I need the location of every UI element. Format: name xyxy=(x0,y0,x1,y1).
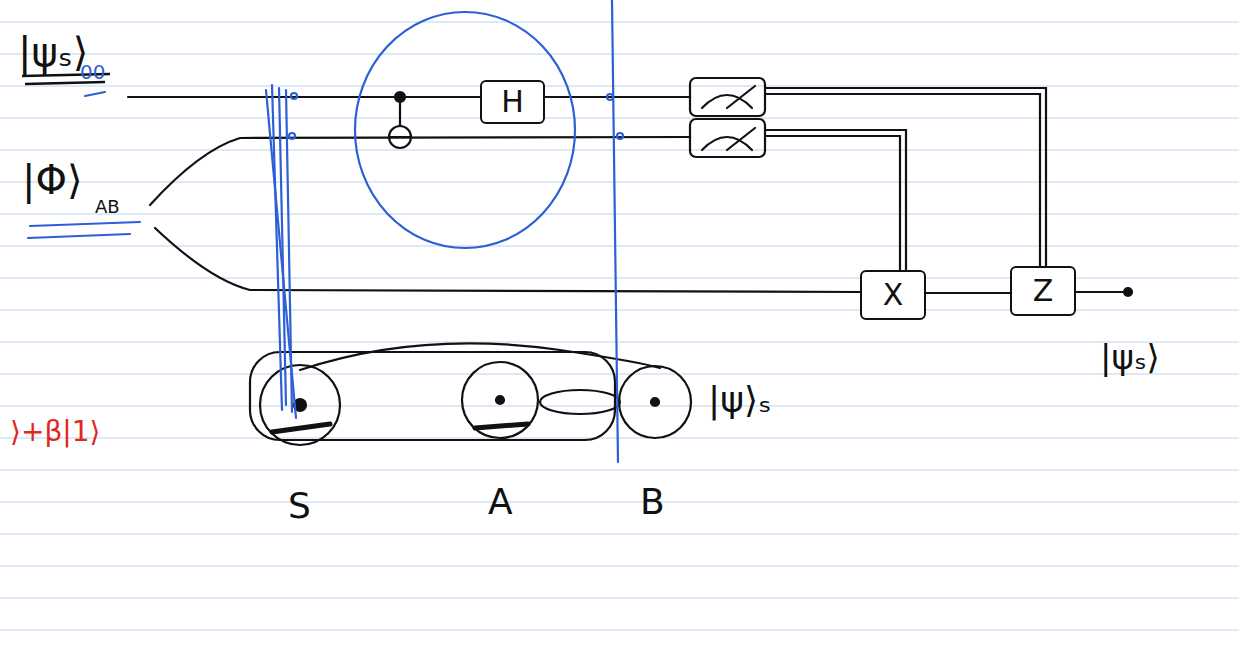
handwritten-label: A xyxy=(488,484,513,520)
handwritten-label: |ψₛ⟩ xyxy=(18,32,88,72)
handwritten-label: |Φ⟩ xyxy=(22,160,83,200)
gate-box: Z xyxy=(1010,266,1076,316)
gate-box: H xyxy=(480,80,545,124)
handwritten-label: S xyxy=(288,488,311,524)
quantum-wire xyxy=(926,292,1010,294)
handwritten-label: AB xyxy=(95,198,120,216)
gate-label: Z xyxy=(1033,276,1054,306)
handwritten-label: |ψₛ⟩ xyxy=(1100,340,1160,374)
handwritten-label: B xyxy=(640,484,665,520)
gate-label: X xyxy=(883,280,904,310)
gate-box: X xyxy=(860,270,926,320)
handwritten-label: 00 xyxy=(80,62,105,82)
gate-label: H xyxy=(501,87,524,117)
handwritten-label: |ψ⟩ₛ xyxy=(708,382,771,418)
handwritten-label: ⟩+β|1⟩ xyxy=(10,418,100,446)
